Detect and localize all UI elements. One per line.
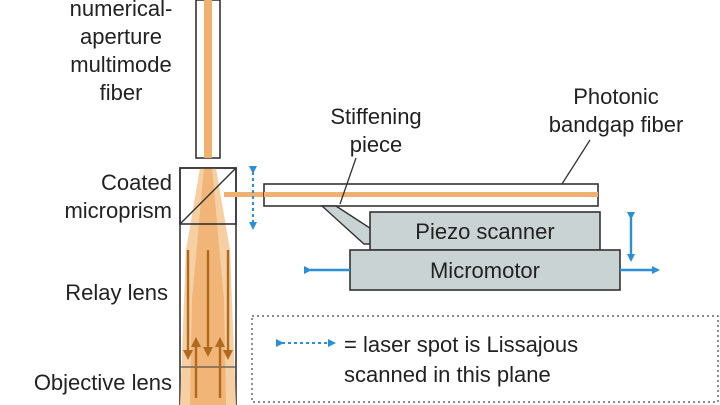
- multimode-fiber: [195, 0, 221, 159]
- photonic-label-line1: Photonic: [573, 84, 659, 109]
- stiffening-piece: [320, 205, 377, 245]
- photonic-leader: [561, 139, 591, 185]
- beam-arrows: [183, 250, 233, 398]
- fiber-label-line4: fiber: [100, 80, 143, 105]
- photonic-bandgap-fiber: [263, 183, 599, 207]
- stiffening-label-line2: piece: [350, 132, 403, 157]
- legend-text-line2: scanned in this plane: [344, 362, 551, 387]
- stiffening-leader: [339, 157, 357, 205]
- micromotor-label: Micromotor: [430, 258, 540, 283]
- photonic-label-line2: bandgap fiber: [549, 112, 684, 137]
- relay-lens-label: Relay lens: [65, 280, 168, 305]
- piezo-scanner-label: Piezo scanner: [415, 219, 554, 244]
- fiber-label-line1: numerical-: [70, 0, 173, 21]
- fiber-label-line3: multimode: [70, 52, 171, 77]
- legend-box: [251, 315, 719, 403]
- objective-lens-label: Objective lens: [34, 370, 172, 395]
- fiber-label-line2: aperture: [80, 24, 162, 49]
- coated-label-line2: microprism: [64, 198, 172, 223]
- piezo-scanner-box: [369, 211, 601, 251]
- prism-beam: [224, 192, 264, 197]
- legend-text-line1: = laser spot is Lissajous: [344, 332, 578, 357]
- stiffening-label-line1: Stiffening: [330, 104, 421, 129]
- coated-label-line1: Coated: [101, 170, 172, 195]
